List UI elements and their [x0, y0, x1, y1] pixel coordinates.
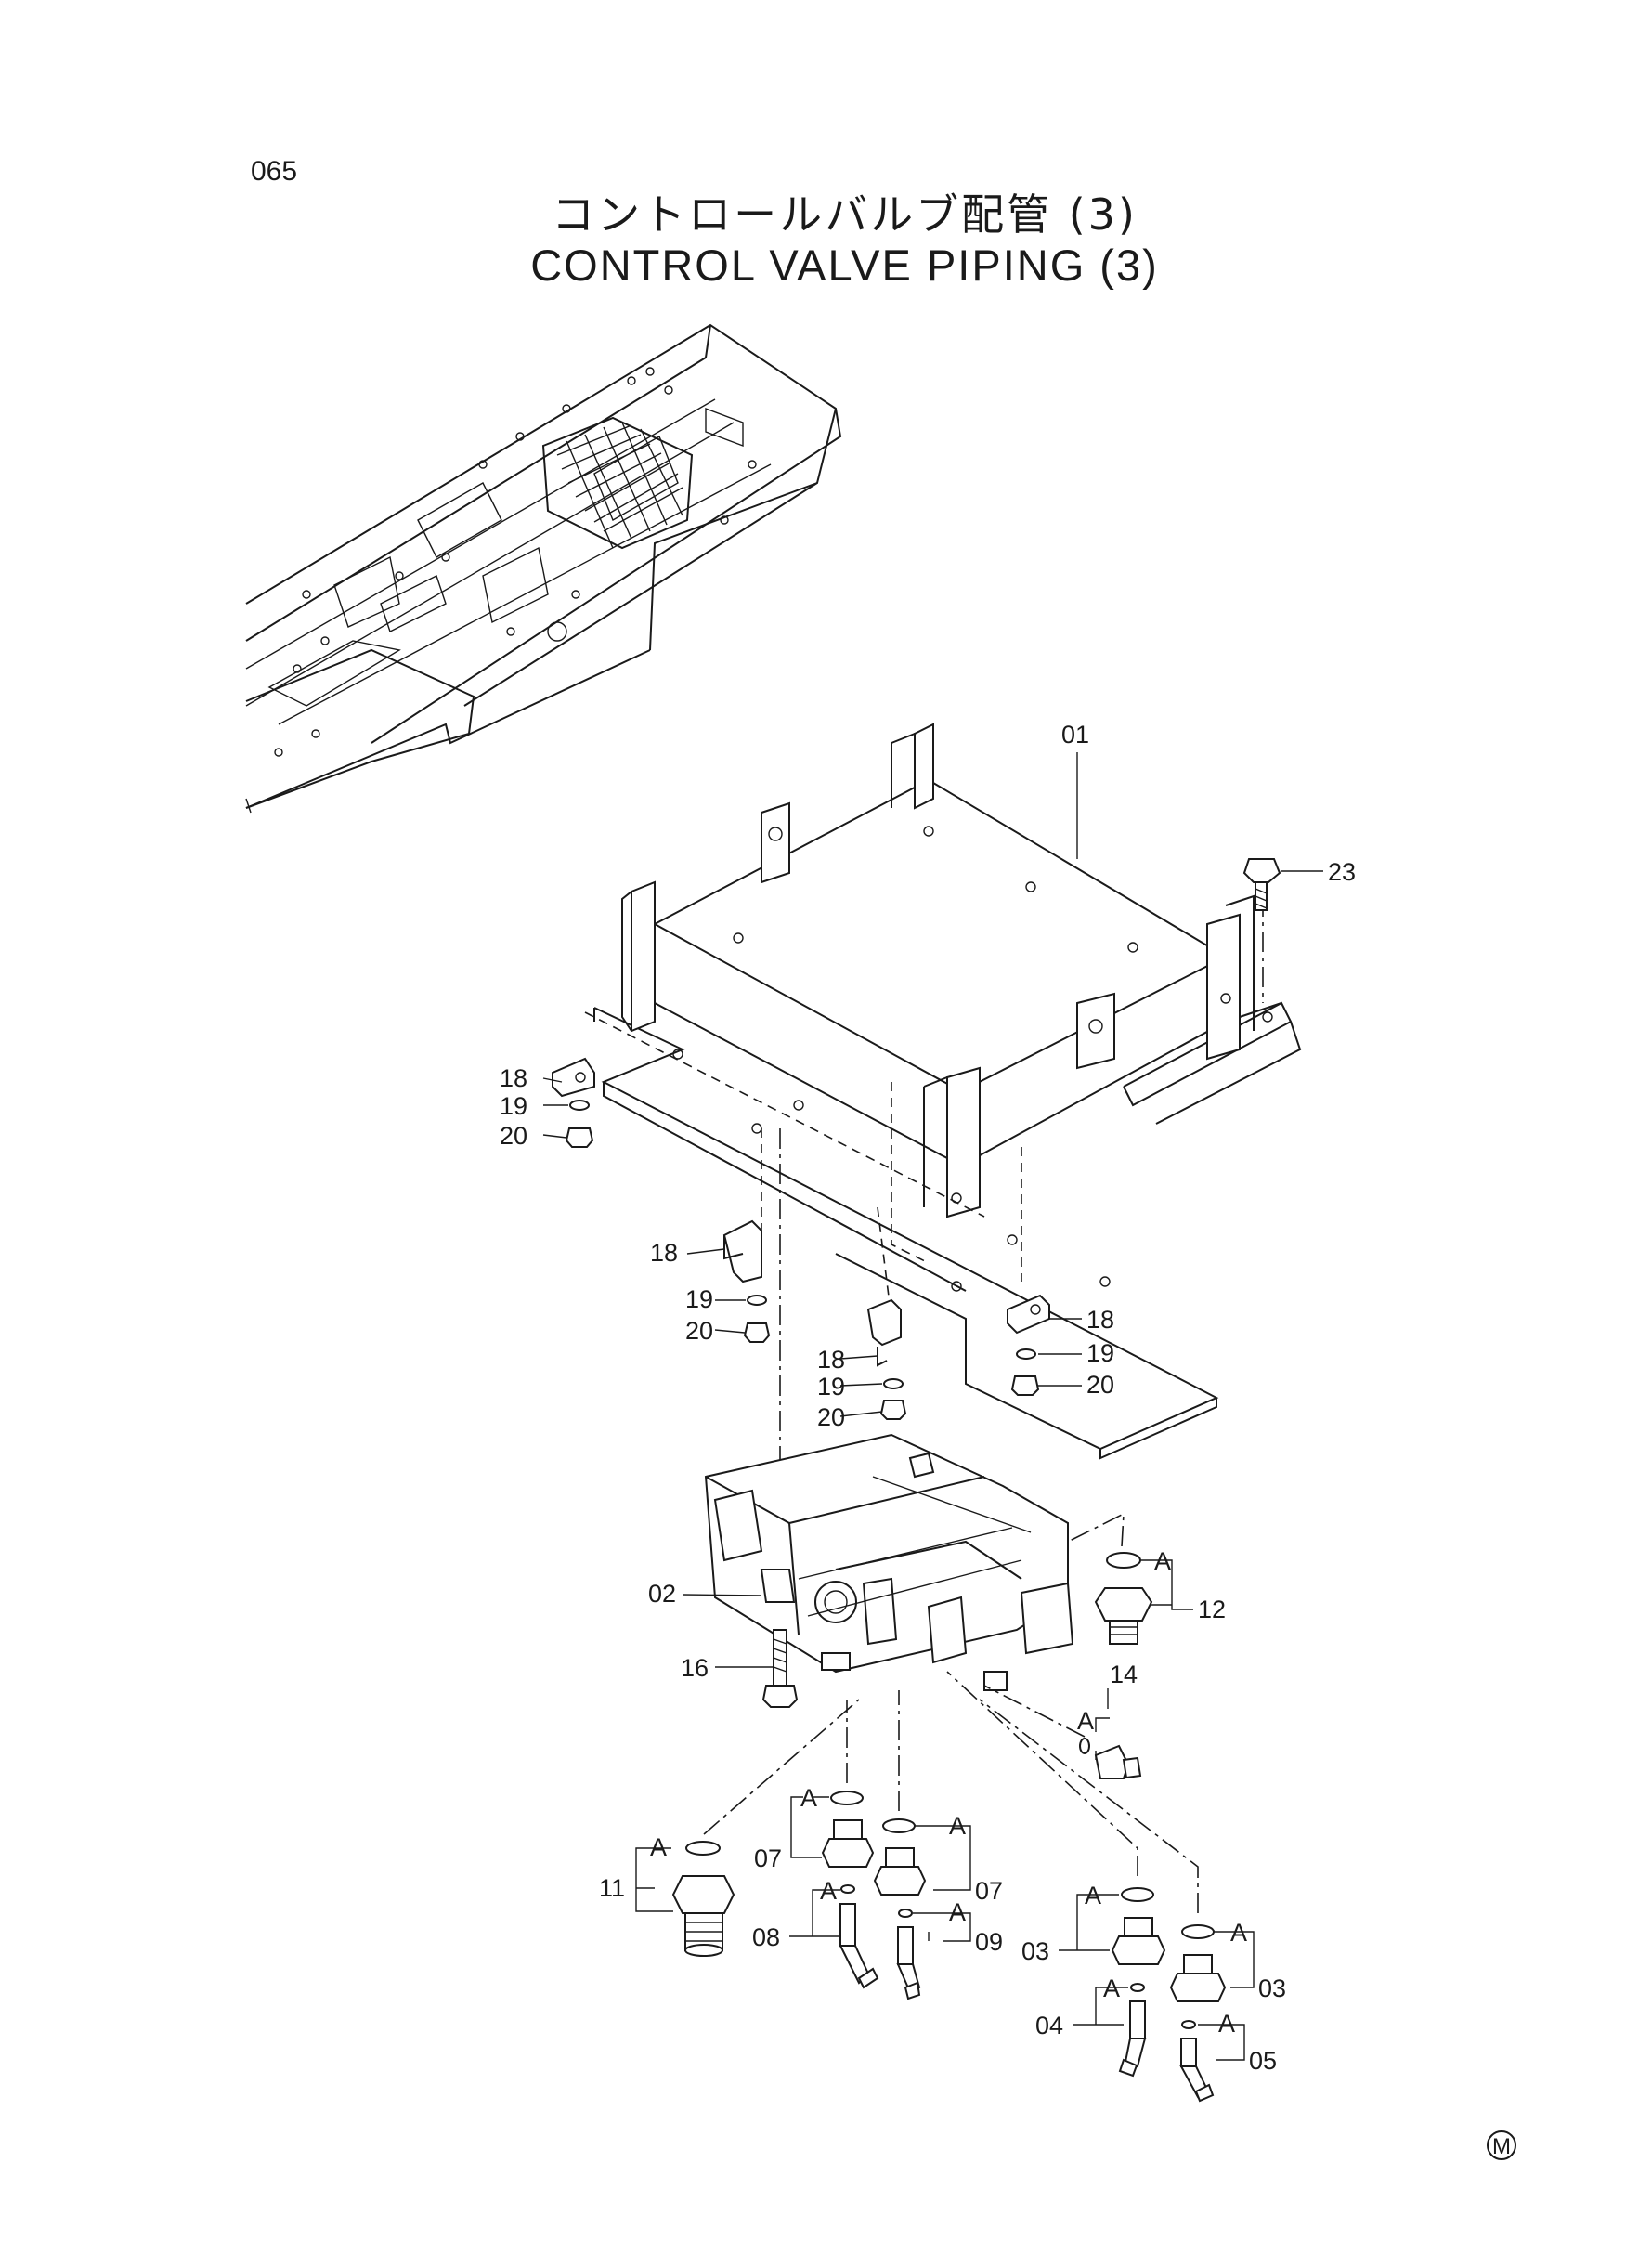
- callout-labels: 01 23 18 19 20 18 19 20 18 19 20 18 19 2…: [500, 721, 1356, 2075]
- bolt-16: [761, 1629, 799, 1708]
- fitting-12: [1094, 1552, 1153, 1645]
- ring-label: A: [1077, 1707, 1094, 1735]
- callout-02: 02: [648, 1580, 676, 1608]
- callout-05: 05: [1249, 2047, 1277, 2075]
- ring-label: A: [949, 1812, 966, 1840]
- callout-19b: 19: [685, 1285, 713, 1313]
- fitting-03-left: [1111, 1887, 1166, 1965]
- callout-14: 14: [1110, 1661, 1138, 1688]
- ring-label: A: [1230, 1919, 1247, 1947]
- frame-holes: [274, 367, 757, 757]
- elbow-04: [1118, 1983, 1147, 2078]
- callout-19c: 19: [817, 1373, 845, 1401]
- valve-mesh-block: [541, 416, 694, 550]
- callout-07a: 07: [754, 1844, 782, 1872]
- fitting-07-left: [821, 1791, 875, 1868]
- ring-label: A: [650, 1833, 667, 1861]
- bolt-23: [1242, 858, 1281, 911]
- title-english: CONTROL VALVE PIPING (3): [530, 241, 1159, 290]
- callout-18b: 18: [650, 1239, 678, 1267]
- callout-03a: 03: [1021, 1937, 1049, 1965]
- callout-20c: 20: [817, 1403, 845, 1431]
- assembly-center-lines: [703, 1512, 1199, 1913]
- callout-12: 12: [1198, 1596, 1226, 1623]
- elbow-08: [839, 1884, 879, 1989]
- callout-09: 09: [975, 1928, 1003, 1956]
- callout-23: 23: [1328, 858, 1356, 886]
- callout-11: 11: [599, 1874, 625, 1902]
- fitting-03-right: [1169, 1924, 1227, 2002]
- callout-20d: 20: [1086, 1371, 1114, 1399]
- bracket-18-set-d: [1007, 1294, 1050, 1396]
- callout-07b: 07: [975, 1877, 1003, 1905]
- callout-leaders: [542, 752, 1323, 2061]
- callout-01: 01: [1061, 721, 1089, 749]
- page-number: 065: [251, 156, 298, 187]
- title-japanese: コントロールバルブ配管 (3): [552, 189, 1138, 240]
- callout-08: 08: [752, 1923, 780, 1951]
- fitting-14: [1079, 1738, 1142, 1779]
- callout-18a: 18: [500, 1064, 527, 1092]
- callout-16: 16: [681, 1654, 709, 1682]
- ring-label: A: [1103, 1974, 1120, 2002]
- bracket-18-set-c: [866, 1298, 907, 1420]
- ring-label: A: [1218, 2010, 1235, 2038]
- o-ring-labels: A A A A A A A A A A A: [650, 1547, 1247, 2038]
- callout-19a: 19: [500, 1092, 527, 1120]
- ring-label: A: [1154, 1547, 1171, 1575]
- fitting-11: [671, 1841, 735, 1957]
- callout-18c: 18: [817, 1346, 845, 1374]
- ring-label: A: [820, 1877, 837, 1905]
- m-mark-letter: M: [1492, 2134, 1511, 2159]
- callout-19d: 19: [1086, 1339, 1114, 1367]
- elbow-05: [1179, 2020, 1215, 2103]
- callout-20b: 20: [685, 1317, 713, 1345]
- control-valve-02: [704, 1433, 1074, 1691]
- bracket-18-set-b: [722, 1219, 771, 1343]
- ring-label: A: [1085, 1882, 1101, 1909]
- callout-04: 04: [1035, 2012, 1063, 2039]
- bracket-18-set-a: [552, 1057, 595, 1148]
- callout-18d: 18: [1086, 1306, 1114, 1334]
- ring-label: A: [949, 1898, 966, 1926]
- ring-label: A: [800, 1784, 817, 1812]
- callout-03b: 03: [1258, 1974, 1286, 2002]
- mounting-bracket-assembly: [584, 723, 1302, 1560]
- m-mark-symbol: M: [1487, 2130, 1516, 2160]
- elbow-09: [896, 1909, 921, 2000]
- fitting-07-right: [873, 1818, 927, 1896]
- frame-overview-illustration: [245, 323, 842, 814]
- callout-20a: 20: [500, 1122, 527, 1150]
